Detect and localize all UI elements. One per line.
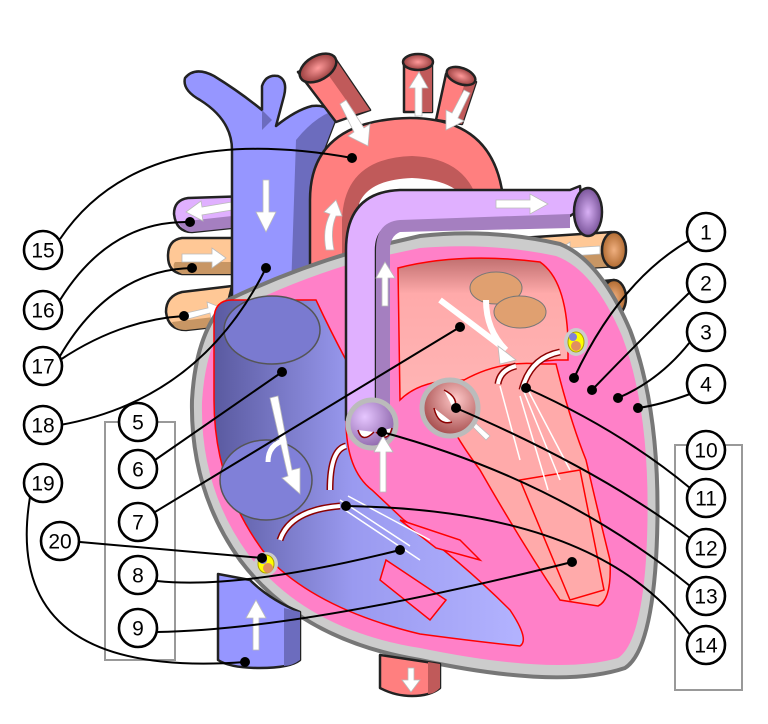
left-coronary-vessels <box>564 328 588 356</box>
label-10: 10 <box>685 429 727 471</box>
svg-text:17: 17 <box>31 356 54 379</box>
pulmonary-valve <box>345 397 399 451</box>
label-15: 15 <box>22 229 64 271</box>
label-14: 14 <box>685 624 727 666</box>
label-5: 5 <box>117 401 159 443</box>
label-18: 18 <box>22 404 64 446</box>
svg-text:2: 2 <box>700 273 712 296</box>
svg-text:7: 7 <box>132 512 144 535</box>
label-4: 4 <box>685 363 727 405</box>
svg-text:5: 5 <box>132 412 144 435</box>
svg-text:15: 15 <box>31 240 54 263</box>
label-2: 2 <box>685 262 727 304</box>
leader-lines <box>25 147 691 665</box>
label-12: 12 <box>685 527 727 569</box>
right-heart <box>213 295 525 647</box>
svg-text:9: 9 <box>132 618 144 641</box>
svg-text:3: 3 <box>700 322 712 345</box>
tricuspid-valve <box>276 442 431 561</box>
label-6: 6 <box>117 448 159 490</box>
svg-text:6: 6 <box>132 459 144 482</box>
svg-text:4: 4 <box>700 374 712 397</box>
svg-text:14: 14 <box>694 635 718 658</box>
left-heart <box>397 257 611 607</box>
svg-text:1: 1 <box>700 222 712 245</box>
leader-dots <box>179 153 643 667</box>
label-9: 9 <box>117 607 159 649</box>
label-20: 20 <box>39 520 81 562</box>
label-13: 13 <box>685 575 727 617</box>
label-8: 8 <box>117 554 159 596</box>
svg-text:20: 20 <box>48 531 71 554</box>
inferior-vena-cava <box>216 572 302 670</box>
label-11: 11 <box>685 477 727 519</box>
label-1: 1 <box>685 211 727 253</box>
svg-text:8: 8 <box>132 565 144 588</box>
label-16: 16 <box>22 289 64 331</box>
pulmonary-trunk <box>344 184 604 422</box>
svg-text:16: 16 <box>31 300 54 323</box>
label-7: 7 <box>117 501 159 543</box>
svg-text:13: 13 <box>694 586 717 609</box>
pulmonary-flow-arrow <box>373 435 394 493</box>
aorta <box>296 52 506 362</box>
label-17: 17 <box>22 345 64 387</box>
svg-text:19: 19 <box>31 473 54 496</box>
descending-aorta <box>378 653 442 698</box>
svg-text:18: 18 <box>31 415 54 438</box>
label-3: 3 <box>685 311 727 353</box>
svg-text:11: 11 <box>695 488 717 511</box>
label-19: 19 <box>22 462 64 504</box>
svg-text:12: 12 <box>694 538 717 561</box>
aortic-valve <box>419 377 481 439</box>
svg-text:10: 10 <box>694 440 717 463</box>
